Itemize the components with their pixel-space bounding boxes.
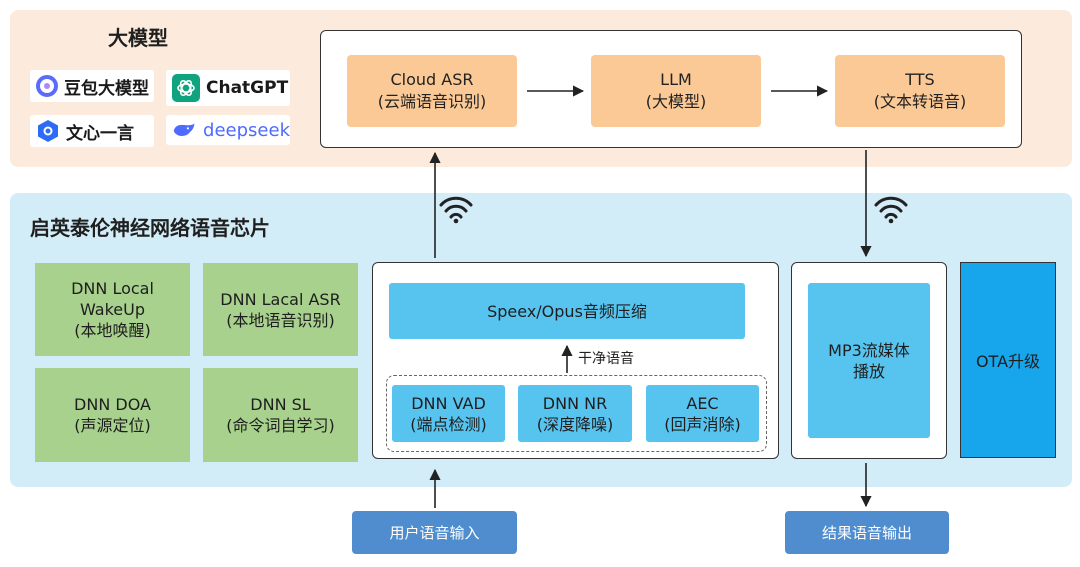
llm-subtitle: (大模型) — [645, 92, 707, 111]
clean-voice-label: 干净语音 — [578, 351, 634, 367]
nr-title: DNN NR — [542, 393, 608, 413]
doubao-logo: 豆包大模型 — [30, 70, 154, 102]
deepseek-label: deepseek — [203, 119, 290, 141]
feature-local-wakeup-line2: WakeUp — [79, 300, 145, 319]
nr-box: DNN NR (深度降噪) — [518, 385, 632, 442]
user-voice-input: 用户语音输入 — [352, 511, 517, 554]
doubao-icon — [36, 75, 58, 97]
wenxin-logo: 文心一言 — [30, 115, 154, 147]
speex-opus-box: Speex/Opus音频压缩 — [389, 283, 745, 339]
cloud-asr-title: Cloud ASR — [390, 70, 474, 89]
aec-subtitle: (回声消除) — [664, 414, 741, 434]
feature-sl: DNN SL (命令词自学习) — [203, 368, 358, 462]
tts-box: TTS (文本转语音) — [835, 55, 1005, 127]
feature-sl-line2: (命令词自学习) — [226, 416, 335, 435]
mp3-line1: MP3流媒体 — [828, 340, 910, 360]
feature-doa-line2: (声源定位) — [74, 416, 151, 435]
vad-subtitle: (端点检测) — [410, 414, 487, 434]
llm-box: LLM (大模型) — [591, 55, 761, 127]
ota-box: OTA升级 — [960, 262, 1056, 458]
feature-sl-line1: DNN SL — [250, 395, 311, 414]
speex-opus-label: Speex/Opus音频压缩 — [487, 301, 647, 321]
feature-doa-line1: DNN DOA — [74, 395, 151, 414]
tts-title: TTS — [905, 70, 935, 89]
llm-title: LLM — [660, 70, 692, 89]
chatgpt-label: ChatGPT — [206, 78, 289, 98]
aec-box: AEC (回声消除) — [646, 385, 759, 442]
vad-title: DNN VAD — [411, 393, 486, 413]
mp3-box: MP3流媒体 播放 — [808, 283, 930, 438]
wifi-icon-uplink — [439, 196, 473, 219]
doubao-label: 豆包大模型 — [64, 78, 149, 99]
wifi-icon-downlink — [874, 196, 908, 219]
vad-box: DNN VAD (端点检测) — [392, 385, 505, 442]
deepseek-whale-icon — [173, 123, 195, 136]
preprocessing-group — [386, 375, 767, 452]
ota-label: OTA升级 — [975, 352, 1041, 371]
wenxin-icon — [38, 120, 58, 142]
cloud-asr-box: Cloud ASR (云端语音识别) — [347, 55, 517, 127]
feature-local-wakeup: DNN Local WakeUp (本地唤醒) — [35, 263, 190, 356]
aec-title: AEC — [686, 393, 719, 413]
chatgpt-logo: ChatGPT — [166, 70, 290, 106]
feature-local-asr-line1: DNN Lacal ASR — [220, 289, 341, 309]
large-model-title: 大模型 — [108, 26, 168, 50]
nr-subtitle: (深度降噪) — [536, 414, 614, 434]
user-voice-input-label: 用户语音输入 — [389, 524, 480, 542]
feature-doa: DNN DOA (声源定位) — [35, 368, 190, 462]
feature-local-asr: DNN Lacal ASR (本地语音识别) — [203, 263, 358, 356]
mp3-line2: 播放 — [852, 361, 885, 381]
chip-title: 启英泰伦神经网络语音芯片 — [30, 216, 270, 240]
wenxin-label: 文心一言 — [66, 123, 134, 144]
tts-subtitle: (文本转语音) — [873, 92, 967, 111]
feature-local-asr-line2: (本地语音识别) — [226, 310, 335, 330]
result-voice-output: 结果语音输出 — [785, 511, 949, 554]
cloud-asr-subtitle: (云端语音识别) — [377, 92, 487, 111]
feature-local-wakeup-line1: DNN Local — [71, 279, 154, 298]
deepseek-logo: deepseek — [166, 115, 290, 145]
result-voice-output-label: 结果语音输出 — [821, 524, 912, 542]
chatgpt-icon — [172, 74, 200, 102]
feature-local-wakeup-line3: (本地唤醒) — [74, 321, 151, 340]
